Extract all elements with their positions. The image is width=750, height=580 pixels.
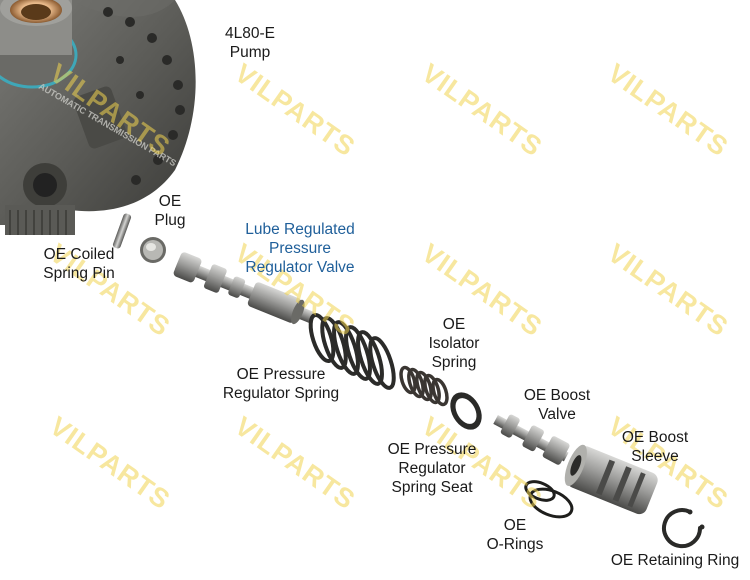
plug-part [140, 237, 166, 263]
pressure-regulator-spring-part [308, 313, 396, 390]
spring-seat-part [450, 392, 482, 430]
boost-sleeve-part [564, 444, 658, 515]
o-rings-part [524, 480, 574, 519]
pump-housing [0, 0, 196, 235]
coiled-spring-pin-part [112, 213, 132, 249]
retaining-ring-part [662, 508, 705, 549]
label-retaining-ring: OE Retaining Ring [610, 552, 740, 569]
boost-valve-part [493, 414, 570, 465]
isolator-spring-part [399, 365, 449, 407]
pressure-regulator-valve-part [173, 252, 315, 325]
